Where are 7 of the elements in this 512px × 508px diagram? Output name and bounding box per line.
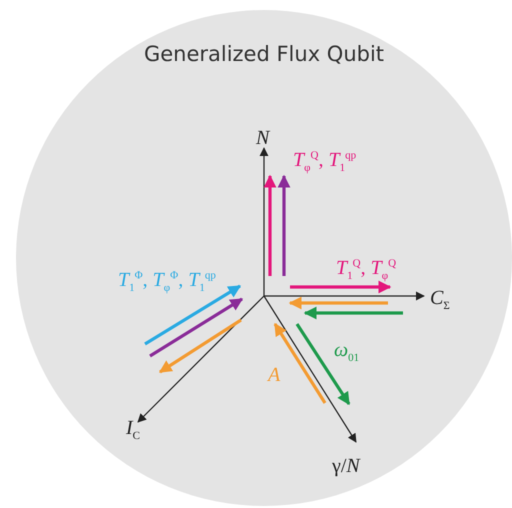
diagram-title: Generalized Flux Qubit [142,44,386,65]
axis-label: γ/N [332,456,360,476]
trend-label: ω$_{01}$ [334,340,360,364]
axis-label: I$_{C}$ [126,418,140,442]
axis-label: C$_{Σ}$ [430,288,450,312]
axis-label: N [256,128,270,148]
trend-label: A [268,365,280,385]
